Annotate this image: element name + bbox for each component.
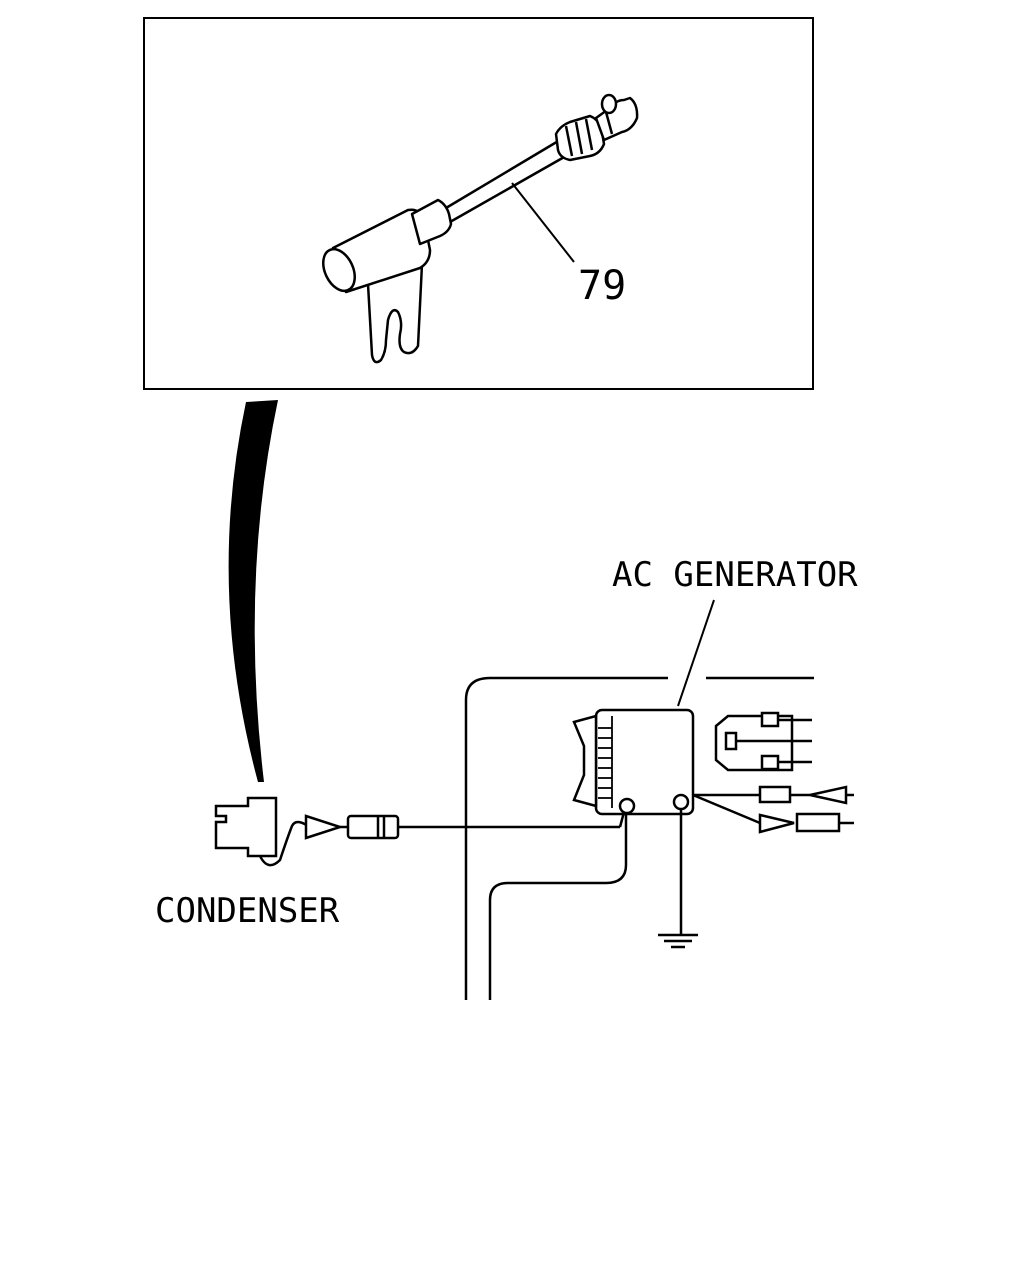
- generator-fins: [598, 716, 613, 808]
- condenser-body: [214, 796, 278, 858]
- condenser-label: CONDENSER: [155, 891, 340, 931]
- ac-generator-label: AC GENERATOR: [612, 555, 858, 595]
- generator-terminal-left: [618, 797, 636, 815]
- detail-inset: 79: [143, 17, 814, 390]
- condenser-lead-illustration: [322, 93, 639, 364]
- part-number-label: 79: [578, 263, 626, 309]
- part-leader-line: [511, 182, 575, 263]
- ac-generator-schematic: [214, 599, 854, 1000]
- generator-terminal-right: [672, 793, 690, 811]
- detail-pointer-arrow: [228, 400, 278, 782]
- generator-leader-line: [677, 599, 715, 707]
- inset-frame: [143, 17, 814, 390]
